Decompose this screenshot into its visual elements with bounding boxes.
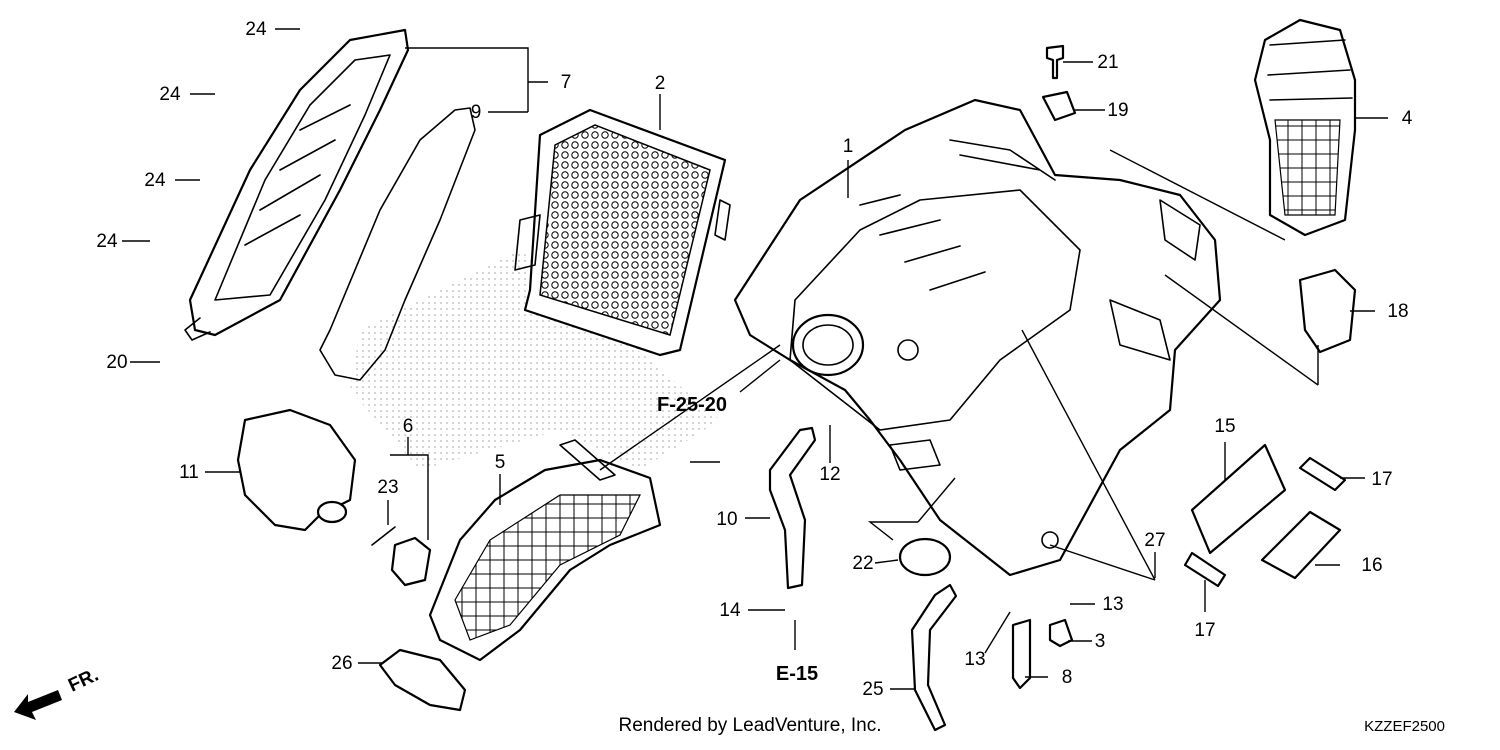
- callout-6: 6: [403, 416, 414, 437]
- callout-17a: 17: [1371, 469, 1392, 490]
- callout-24c: 24: [144, 170, 166, 191]
- air-filter-element: [514, 108, 731, 357]
- callout-2: 2: [655, 73, 666, 94]
- pad-17a: [1298, 456, 1347, 492]
- direction-label: FR.: [65, 665, 102, 697]
- connecting-tube: [428, 439, 662, 662]
- callout-13a: 13: [1102, 594, 1123, 615]
- section-ref-f: F-25-20: [657, 394, 727, 416]
- leader-lines: [122, 28, 1388, 690]
- bolt-21: [1045, 44, 1065, 80]
- pad-17b: [1183, 551, 1227, 588]
- callout-27: 27: [1144, 530, 1165, 551]
- callout-24d: 24: [96, 231, 118, 252]
- callout-3: 3: [1095, 631, 1106, 652]
- clamp-band: [378, 648, 467, 712]
- diagram-code: KZZEF2500: [1364, 718, 1445, 735]
- callout-25: 25: [862, 679, 883, 700]
- callout-7: 7: [561, 72, 572, 93]
- drain-tube: [768, 426, 817, 590]
- joint: [898, 537, 952, 577]
- callout-labels: 1 2 3 4 5 6 7 8 9 10 11 12 13 13 14 15 1…: [96, 19, 1412, 700]
- callout-18: 18: [1387, 301, 1408, 322]
- panel-16: [1260, 510, 1342, 580]
- air-cleaner-cover: [184, 28, 410, 341]
- callout-12: 12: [819, 464, 840, 485]
- section-ref-e: E-15: [776, 663, 818, 685]
- upper-intake-duct: [1253, 18, 1357, 237]
- callout-20: 20: [106, 352, 127, 373]
- collar: [1041, 90, 1077, 122]
- resonator: [236, 408, 357, 532]
- air-cleaner-case: [733, 98, 1222, 577]
- callout-17b: 17: [1194, 620, 1215, 641]
- callout-11: 11: [179, 462, 199, 483]
- callout-15: 15: [1214, 416, 1235, 437]
- callout-24b: 24: [159, 84, 181, 105]
- callout-22: 22: [852, 553, 873, 574]
- panel-15: [1190, 443, 1287, 555]
- watermark-shading: [350, 250, 720, 470]
- callout-24a: 24: [245, 19, 267, 40]
- callout-1: 1: [843, 136, 854, 157]
- callout-16: 16: [1361, 555, 1382, 576]
- footer-credit: Rendered by LeadVenture, Inc.: [618, 715, 881, 736]
- front-direction-arrow: FR.: [14, 665, 102, 720]
- callout-4: 4: [1402, 108, 1413, 129]
- callout-19: 19: [1107, 100, 1128, 121]
- plug-cap: [1048, 618, 1074, 648]
- callout-5: 5: [495, 452, 506, 473]
- callout-21: 21: [1097, 52, 1118, 73]
- cover-seal: [319, 107, 476, 381]
- callout-23: 23: [377, 477, 398, 498]
- callout-8: 8: [1062, 667, 1073, 688]
- callout-9: 9: [471, 102, 482, 123]
- callout-26: 26: [331, 653, 352, 674]
- callout-10: 10: [716, 509, 737, 530]
- screw: [371, 526, 396, 546]
- callout-14: 14: [719, 600, 741, 621]
- drain-plug: [1011, 618, 1032, 690]
- clip: [390, 536, 432, 587]
- breather-hose: [910, 583, 958, 732]
- callout-13b: 13: [964, 649, 985, 670]
- bracket: [1298, 268, 1357, 354]
